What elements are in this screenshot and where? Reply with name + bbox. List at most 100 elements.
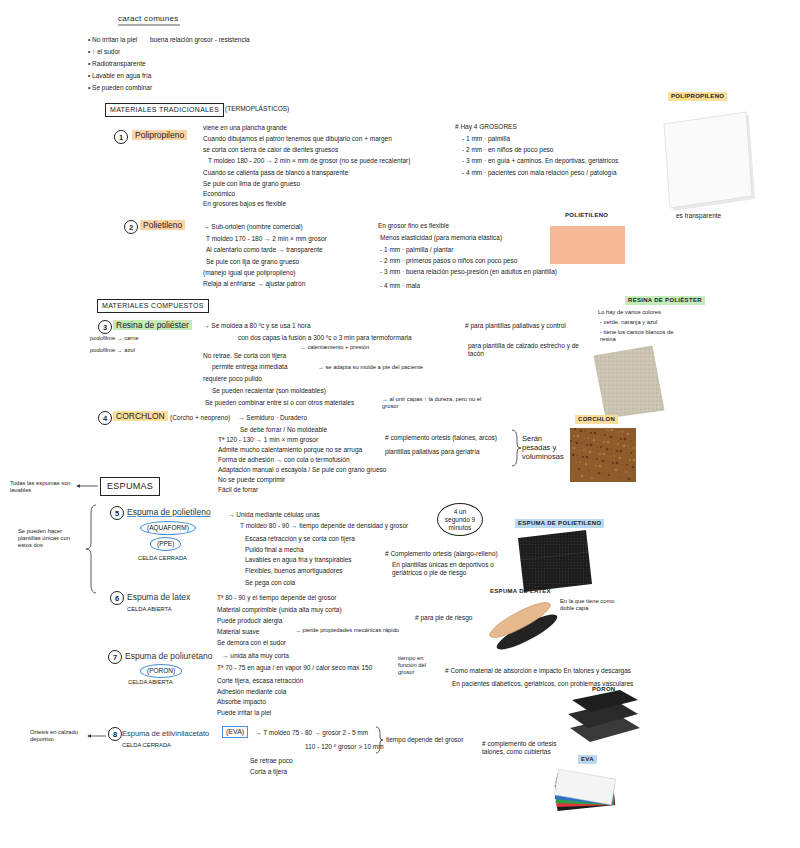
cork-sheet <box>606 448 609 451</box>
note-text: T moldeo 180 - 200 → 2 min × mm de groso… <box>208 157 410 165</box>
section-box: ESPUMAS <box>100 477 160 496</box>
cork-sheet <box>577 435 580 438</box>
cork-sheet <box>576 454 577 455</box>
note-text: - 3 mm · en guía + caminos. En deportiva… <box>462 157 618 165</box>
arrow-line <box>77 486 106 736</box>
node-text: 3 <box>103 323 107 332</box>
cork-sheet <box>578 468 580 470</box>
poron-sheets <box>572 690 638 712</box>
node-text: (AQUAFORM) <box>147 524 189 532</box>
note-text: → Sub-ortolen (nombre comercial) <box>203 223 303 231</box>
node-text: (EVA) <box>226 728 244 736</box>
cork-sheet <box>576 442 579 445</box>
cork-sheet <box>600 434 601 435</box>
note-text: (Corcho + neopreno) <box>170 414 230 422</box>
note-text: Corta a tijera <box>250 768 287 776</box>
cork-sheet <box>589 451 592 454</box>
title-underline <box>118 25 180 26</box>
note-text: CELDA CERRADA <box>138 555 187 562</box>
note-text: Espuma de polietileno <box>127 507 211 517</box>
cork-sheet <box>617 443 619 445</box>
cork-sheet <box>581 475 584 478</box>
note-text: → Unida mediante células unas <box>228 511 320 519</box>
node-text: ESPUMA DE POLIETILENO <box>518 520 601 527</box>
cork-sheet <box>580 442 581 443</box>
note-text: • Lavable en agua fría <box>88 72 151 80</box>
cork-sheet <box>617 431 618 432</box>
note-text: → Semiduro · Duradero <box>238 414 307 422</box>
cork-sheet <box>596 446 597 447</box>
cork-sheet <box>583 437 584 438</box>
section-box: MATERIALES COMPUESTOS <box>97 299 209 313</box>
cork-sheet <box>622 464 623 465</box>
note-text: En plantillas únicas en deportivos o ger… <box>392 561 502 577</box>
note-text: podofilme → carne <box>90 335 139 342</box>
note-text: plantillas paliativas para geriatría <box>385 448 480 456</box>
cork-sheet <box>579 461 581 463</box>
note-text: Tª 70 - 75 en agua / en vapor 90 / calor… <box>217 664 372 672</box>
highlight-label: Resina de poliéster <box>113 320 192 330</box>
cork-sheet <box>609 455 610 456</box>
cork-sheet <box>621 431 623 433</box>
cork-sheet <box>587 437 589 439</box>
cork-sheet <box>582 456 584 458</box>
note-text: # para pie de riesgo <box>415 614 472 622</box>
note-text: → calentamiento + presión <box>300 344 369 351</box>
cork-sheet <box>584 430 585 431</box>
note-text: Puede irritar la piel <box>217 709 271 717</box>
note-text: - tiene los cantos blancos de resina <box>600 329 685 343</box>
cork-sheet <box>607 429 609 431</box>
note-text: En la que tiene como doble capa <box>560 598 615 612</box>
note-text: - 2 mm · en niños de poco peso <box>462 146 553 154</box>
note-text: Espuma de etilvinilacetato <box>122 729 209 738</box>
latex-insoles <box>486 597 561 655</box>
note-text: # para plantillas paliativas y control <box>465 322 585 330</box>
image-caption: ESPUMA DE POLIETILENO <box>515 519 604 528</box>
polyethylene-foam-sheet <box>518 530 592 592</box>
cork-sheet <box>616 462 619 465</box>
node-text: EVA <box>581 756 594 763</box>
title-text: caract comunes <box>118 14 179 24</box>
note-text: CELDA CERRADA <box>122 742 171 749</box>
callout-number: 5 <box>110 506 124 520</box>
cork-sheet <box>589 463 590 464</box>
image-caption: POLIPROPILENO <box>668 92 727 101</box>
highlight-label: Polipropileno <box>132 130 187 140</box>
cork-sheet <box>619 457 622 460</box>
cork-sheet <box>633 459 636 462</box>
note-text: Todas las espumas son lavables <box>10 480 72 494</box>
cork-sheet <box>600 446 602 448</box>
node-text: ESPUMAS <box>107 481 153 492</box>
callout-number: 2 <box>124 220 138 234</box>
note-text: con dos capas la fusión a 300 ºc o 3 min… <box>238 334 412 342</box>
cork-sheet <box>599 465 602 468</box>
note-text: es transparente <box>676 212 721 220</box>
note-text: - 1 mm · palmilla / plantar <box>380 246 453 254</box>
cork-sheet <box>610 448 611 449</box>
node-text: MATERIALES COMPUESTOS <box>102 302 204 310</box>
note-text: • No irritan la piel <box>88 36 137 44</box>
node-text: Polipropileno <box>135 130 184 140</box>
note-text: Se pule con lija de grano grueso <box>206 258 299 266</box>
cork-sheet <box>605 467 606 468</box>
cork-sheet <box>573 435 575 437</box>
cork-sheet <box>611 429 614 432</box>
note-text: Se pueden hacer plantillas únicas con es… <box>18 528 73 549</box>
cork-sheet <box>615 469 618 472</box>
cork-sheet <box>613 443 614 444</box>
node-text: 4 un segundo 9 minutos <box>444 508 476 531</box>
note-text: Se pule con lima de grano grueso <box>203 180 300 188</box>
note-text: - 1 mm · palmilla <box>462 135 510 143</box>
note-text: Se debe forrar / No moldeable <box>240 426 327 434</box>
note-text: (manejo igual que polipropileno) <box>203 269 296 277</box>
oval-note: 4 un segundo 9 minutos <box>437 503 483 536</box>
note-text: • Se pueden combinar <box>88 84 152 92</box>
note-text: Absorbe impacto <box>217 698 266 706</box>
cork-sheet <box>626 452 627 453</box>
eva-sheets <box>554 769 616 811</box>
note-text: - 4 mm · mala <box>380 282 420 290</box>
note-text: 110 - 120 º grosor > 10 mm <box>305 743 384 751</box>
callout-number: 6 <box>110 591 124 605</box>
callout-number: 1 <box>114 130 128 144</box>
node-text: (PPE) <box>157 540 174 548</box>
